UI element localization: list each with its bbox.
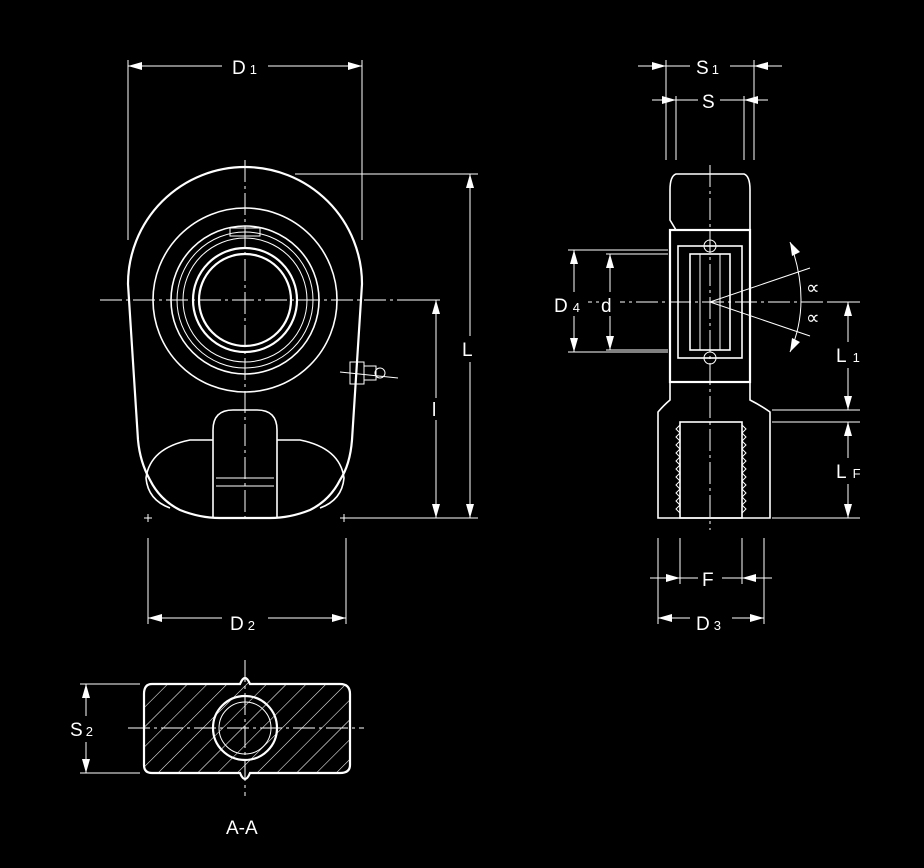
s-label: S <box>702 92 715 113</box>
bore <box>197 252 293 348</box>
outer-ring <box>170 225 320 375</box>
lug-right <box>277 439 345 509</box>
L-label: L <box>462 340 473 361</box>
d-label: d <box>601 296 612 317</box>
ball-top <box>703 239 717 253</box>
f-label: F <box>702 570 714 591</box>
thread-left <box>675 424 681 514</box>
inner-race <box>689 253 731 351</box>
threaded-bore <box>679 421 743 519</box>
housing-inner-circle <box>152 207 338 393</box>
bore-outer <box>191 246 299 354</box>
tilt-line-lower <box>709 301 811 337</box>
alpha-upper-label: ∝ <box>806 278 820 299</box>
tilt-arc <box>789 241 802 353</box>
outer-race <box>677 245 743 359</box>
thread-right <box>741 424 747 514</box>
base-mark-left <box>144 514 152 522</box>
section-label: A-A <box>226 818 258 839</box>
inner-ring-outer <box>182 237 308 363</box>
grease-nipple-icon <box>339 361 399 385</box>
ball-bottom <box>703 351 717 365</box>
tilt-line-upper <box>709 267 811 303</box>
outer-ring-inner <box>176 231 314 369</box>
bearing-housing-bore <box>668 228 752 384</box>
alpha-lower-label: ∝ <box>806 308 820 329</box>
section-outline <box>142 676 352 781</box>
shank <box>212 409 278 518</box>
ring-slot <box>229 227 261 237</box>
head-lower-section <box>657 381 771 519</box>
lug-left <box>145 439 213 509</box>
housing-outline <box>126 165 364 520</box>
l-label: l <box>432 400 436 421</box>
